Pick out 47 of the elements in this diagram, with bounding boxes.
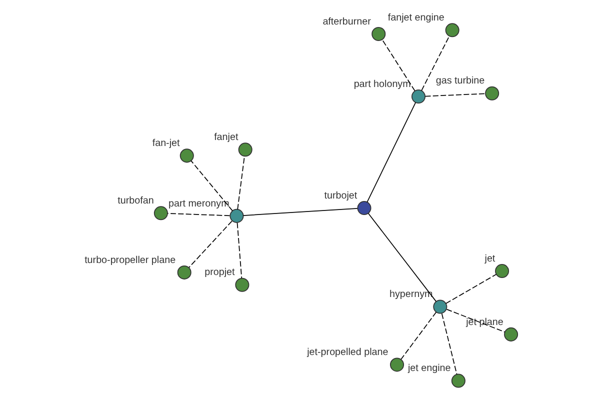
node-label: jet xyxy=(484,253,496,264)
node-label: jet-propelled plane xyxy=(307,347,388,358)
node-label: propjet xyxy=(204,267,235,278)
node-circle xyxy=(177,265,192,280)
node-label: part holonym xyxy=(354,78,411,90)
node-label: turbofan xyxy=(118,196,154,207)
connector xyxy=(400,312,437,360)
node-label: turbojet xyxy=(324,190,358,202)
node-label: gas turbine xyxy=(436,76,485,87)
node-label: jet plane xyxy=(466,316,504,328)
node-label: turbo-propeller plane xyxy=(84,254,176,266)
node-circle xyxy=(445,23,460,38)
node-circle xyxy=(238,142,252,157)
connector xyxy=(366,102,416,202)
connector xyxy=(188,220,232,268)
connector xyxy=(445,274,497,304)
node-label: fan-jet xyxy=(152,138,180,150)
node-label: afterburner xyxy=(322,16,371,28)
connector xyxy=(368,212,436,302)
node-circle xyxy=(230,208,244,223)
node-circle xyxy=(357,201,372,216)
node-circle xyxy=(495,264,510,278)
node-circle xyxy=(433,300,448,314)
node-circle xyxy=(372,27,386,42)
node-label: fanjet xyxy=(214,132,238,144)
node-label: fanjet engine xyxy=(388,12,444,24)
node-circle xyxy=(235,278,250,292)
connector xyxy=(424,93,486,97)
connector xyxy=(236,222,242,278)
node-label: jet engine xyxy=(408,363,451,374)
node-circle xyxy=(180,148,194,163)
node-circle xyxy=(504,327,518,342)
node-label: part meronym xyxy=(168,198,230,210)
node-circle xyxy=(451,374,466,388)
node-label: hypernym xyxy=(389,289,433,300)
connector xyxy=(167,212,230,216)
connector xyxy=(421,36,450,91)
node-circle xyxy=(154,206,168,220)
connector xyxy=(242,208,358,216)
connector xyxy=(237,156,245,210)
connector xyxy=(190,160,233,212)
connector xyxy=(446,308,506,332)
connector xyxy=(382,39,416,92)
node-circle xyxy=(390,358,404,372)
node-circle xyxy=(411,90,426,104)
node-circle xyxy=(485,86,500,100)
connector xyxy=(441,313,458,375)
